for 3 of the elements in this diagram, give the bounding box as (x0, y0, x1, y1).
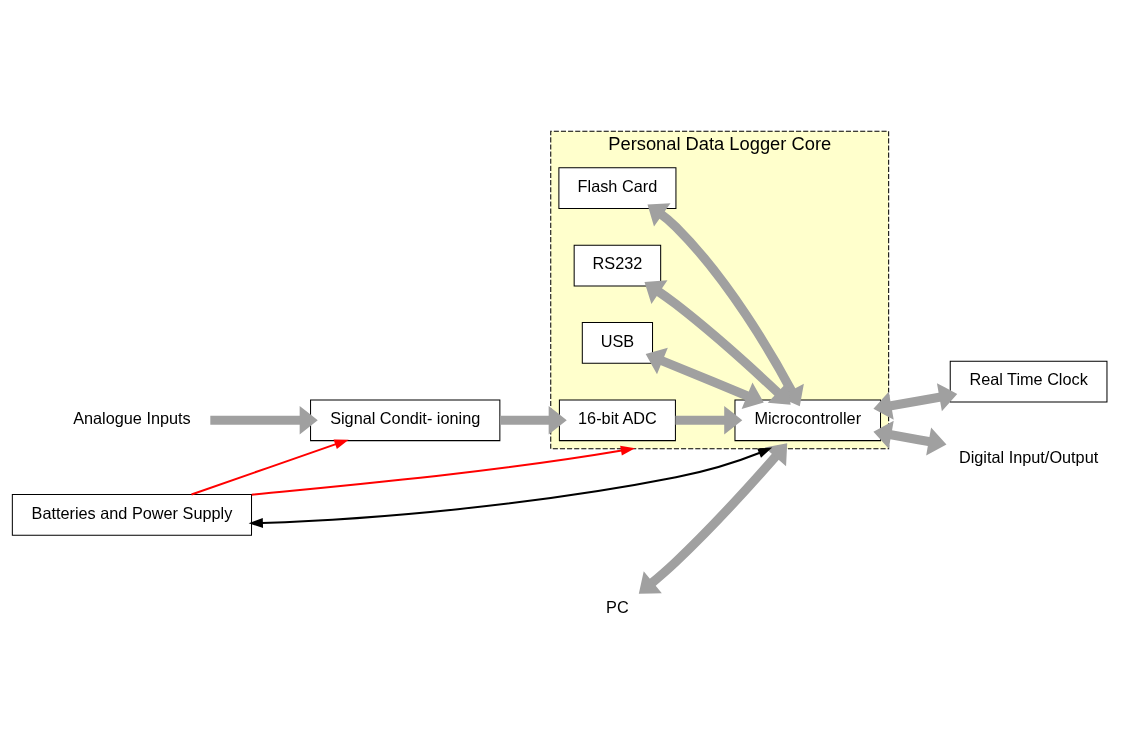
node-text: PC (606, 598, 629, 617)
node-text: Analogue Inputs (73, 409, 191, 428)
node-text: Digital Input/Output (958, 447, 1099, 466)
